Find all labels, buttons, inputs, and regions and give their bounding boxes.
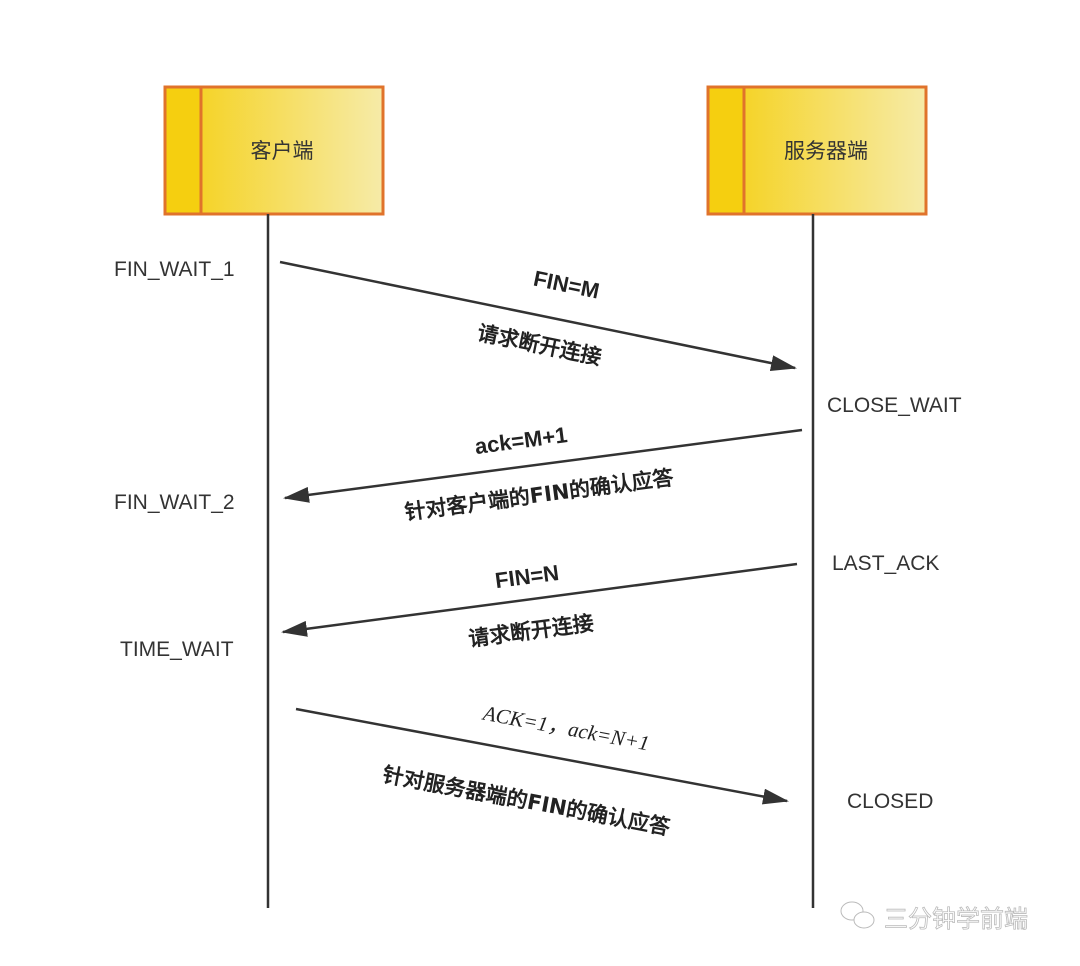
message-fin-m: FIN=M 请求断开连接 (279, 260, 797, 371)
watermark: 三分钟学前端 (840, 901, 1028, 933)
message-label: FIN=M (531, 266, 601, 304)
message-ack-n1: ACK=1，ack=N+1 针对服务器端的FIN的确认应答 (295, 700, 789, 840)
client-state-fin-wait-1: FIN_WAIT_1 (114, 258, 235, 281)
arrow-left (283, 428, 803, 503)
server-state-closed: CLOSED (847, 790, 933, 813)
client-title: 客户端 (251, 139, 314, 163)
server-box: 服务器端 (706, 85, 928, 216)
message-description: 针对服务器端的FIN的确认应答 (381, 762, 673, 839)
server-state-last-ack: LAST_ACK (832, 552, 939, 575)
message-ack-m1: ack=M+1 针对客户端的FIN的确认应答 (283, 422, 803, 525)
server-state-close-wait: CLOSE_WAIT (827, 394, 962, 417)
message-description: 请求断开连接 (467, 611, 595, 651)
arrow-right (279, 260, 797, 371)
arrow-left (281, 562, 798, 637)
message-description: 请求断开连接 (475, 321, 603, 370)
wechat-icon (840, 901, 875, 929)
message-fin-n: FIN=N 请求断开连接 (281, 560, 798, 651)
message-label: FIN=N (494, 560, 561, 593)
client-state-time-wait: TIME_WAIT (120, 638, 234, 661)
message-label: ack=M+1 (473, 422, 568, 459)
client-box: 客户端 (163, 85, 385, 216)
arrow-right (295, 707, 789, 805)
server-title: 服务器端 (784, 139, 868, 163)
message-description: 针对客户端的FIN的确认应答 (403, 465, 676, 524)
client-state-fin-wait-2: FIN_WAIT_2 (114, 491, 235, 514)
watermark-text: 三分钟学前端 (884, 905, 1028, 933)
